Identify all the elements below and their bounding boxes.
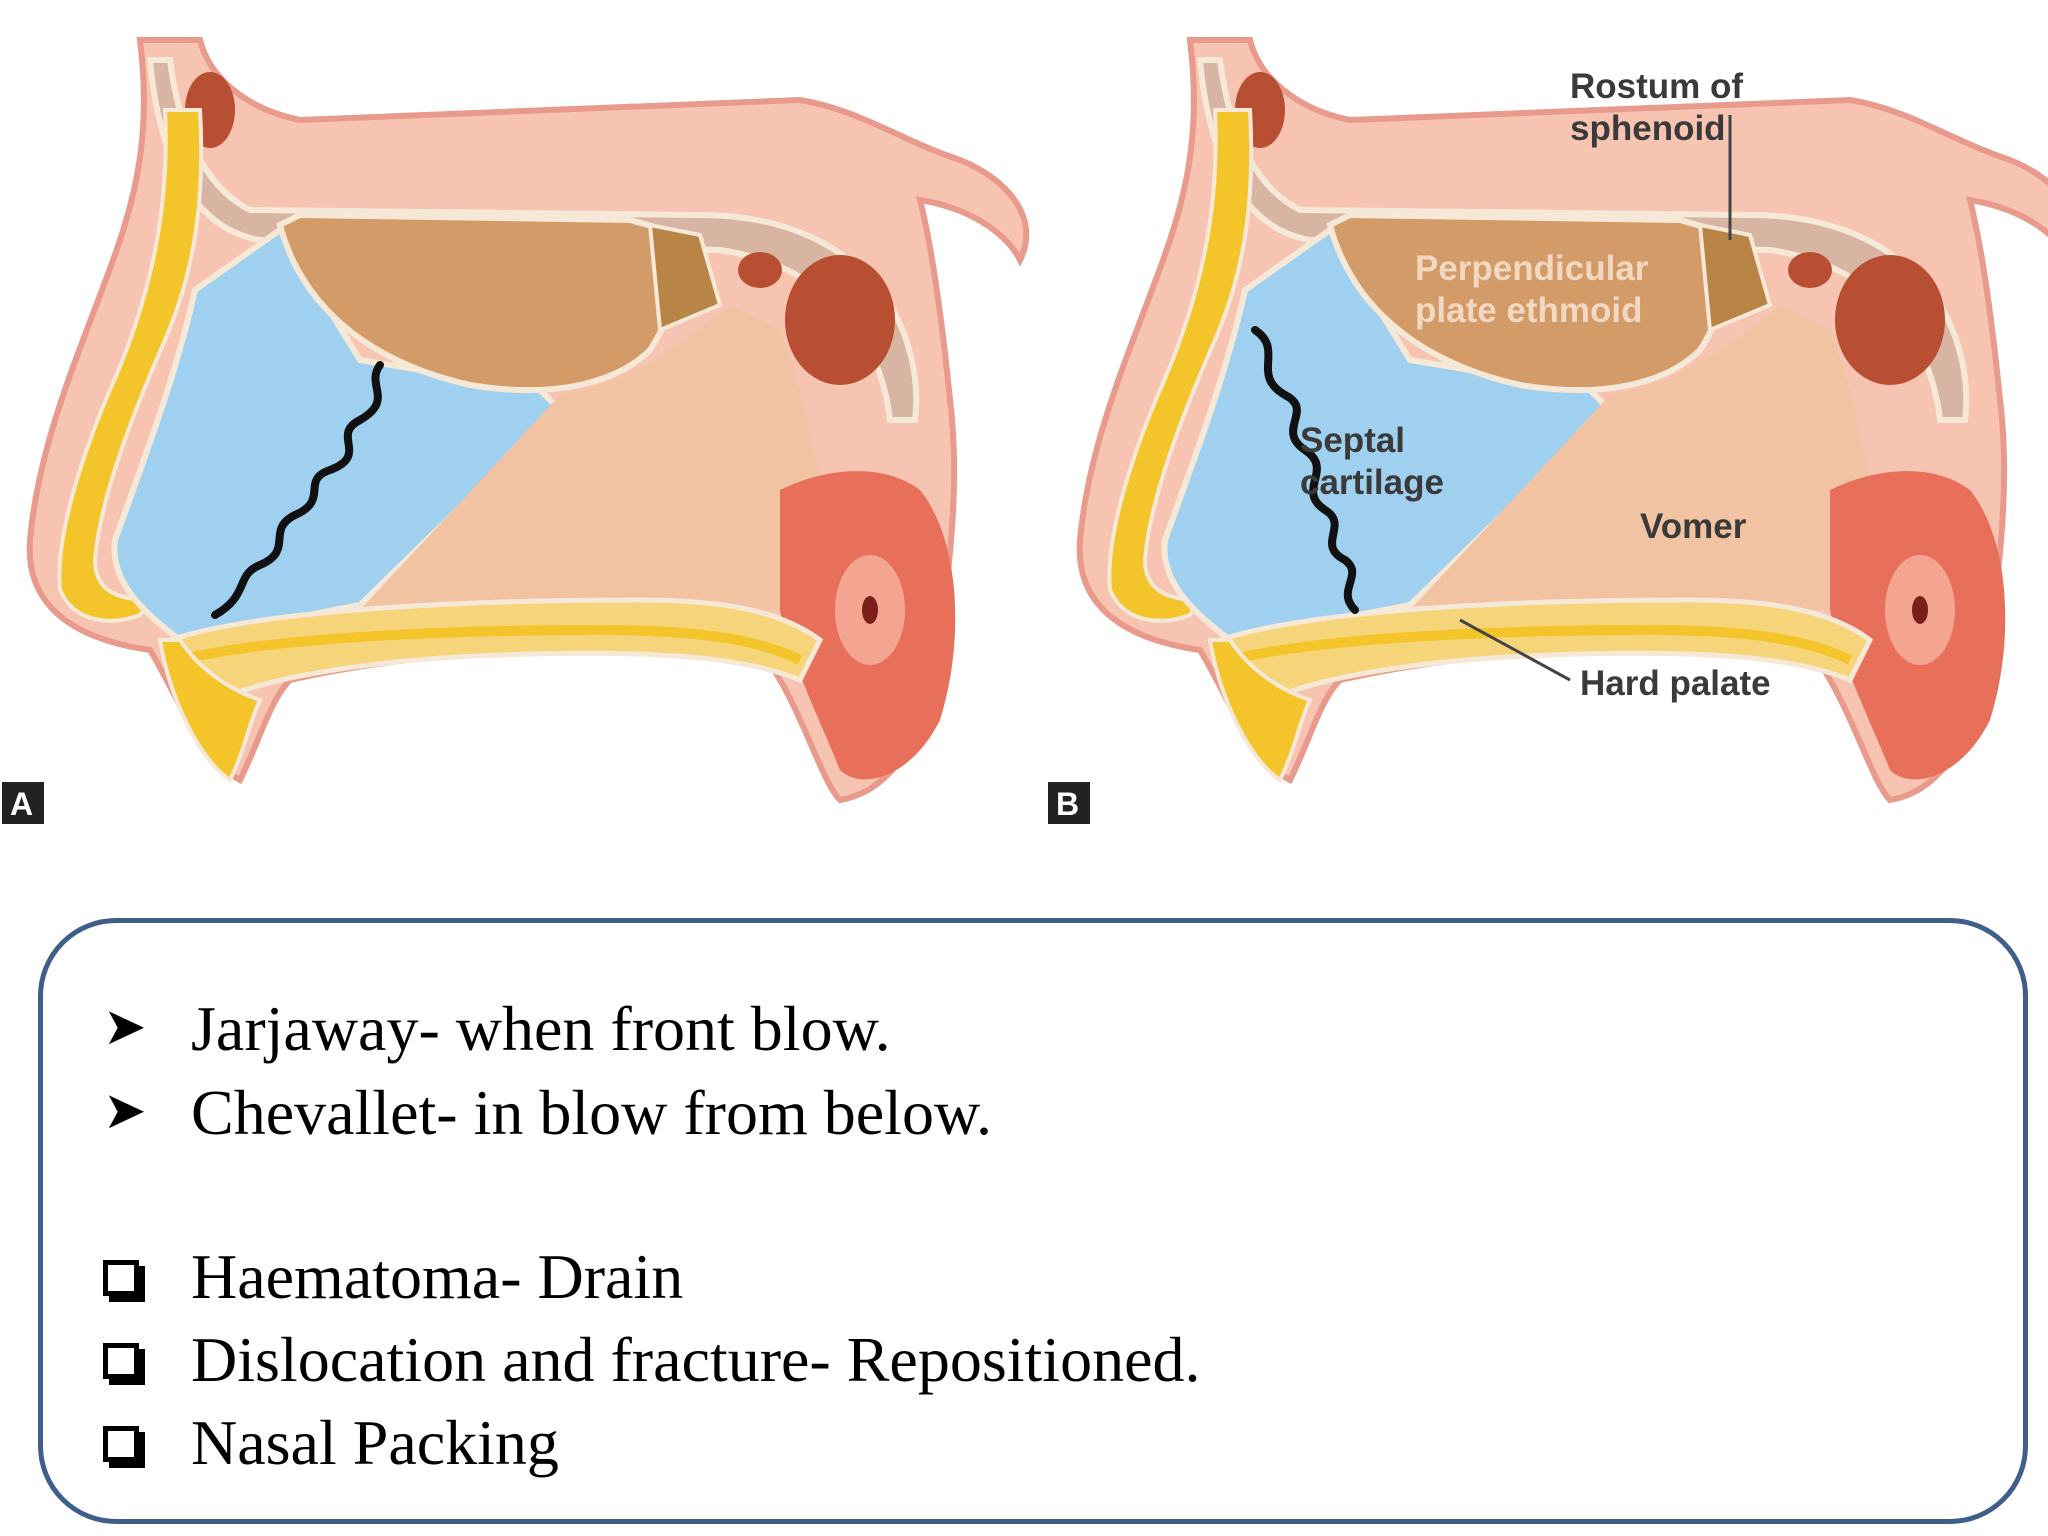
fracture-line-a: [211, 361, 384, 619]
checkbox-bullet-icon: [103, 1260, 139, 1296]
label-rostrum-1: Rostum of: [1570, 67, 1743, 106]
label-perp-1: Perpendicular: [1415, 249, 1649, 288]
label-perp-2: plate ethmoid: [1415, 291, 1643, 330]
note-chevallet: ➤Chevallet- in blow from below.: [103, 1081, 992, 1145]
note-haematoma: Haematoma- Drain: [103, 1245, 683, 1309]
note-dislocation: Dislocation and fracture- Repositioned.: [103, 1328, 1200, 1392]
panel-b: B Rostum of sphenoid Perpendicular plate…: [1048, 40, 2048, 824]
note-chevallet-text: Chevallet- in blow from below.: [191, 1077, 992, 1148]
checkbox-bullet-icon: [103, 1426, 139, 1462]
notes-box: ➤Jarjaway- when front blow. ➤Chevallet- …: [38, 918, 2028, 1524]
note-jarjaway-text: Jarjaway- when front blow.: [191, 993, 891, 1064]
fracture-line-b: [1251, 326, 1359, 614]
note-jarjaway: ➤Jarjaway- when front blow.: [103, 997, 891, 1061]
nasal-septum-figure: A B Rostum of sphenoid Perpendicular pla…: [2, 0, 2048, 824]
label-vomer: Vomer: [1640, 507, 1747, 546]
arrow-bullet-icon: ➤: [103, 1081, 147, 1141]
arrow-bullet-icon: ➤: [103, 997, 147, 1057]
label-septal-2: cartilage: [1300, 463, 1444, 502]
note-dislocation-text: Dislocation and fracture- Repositioned.: [191, 1324, 1201, 1395]
label-septal-1: Septal: [1300, 421, 1405, 460]
panel-b-tag: B: [1056, 786, 1079, 822]
checkbox-bullet-icon: [103, 1343, 139, 1379]
panel-a: A: [2, 40, 1026, 824]
note-packing-text: Nasal Packing: [191, 1407, 559, 1478]
note-haematoma-text: Haematoma- Drain: [191, 1241, 684, 1312]
label-rostrum-2: sphenoid: [1570, 109, 1726, 148]
label-hard-palate: Hard palate: [1580, 664, 1771, 703]
panel-a-tag: A: [10, 786, 33, 822]
septum-diagram-svg: A B Rostum of sphenoid Perpendicular pla…: [2, 0, 2048, 824]
note-packing: Nasal Packing: [103, 1411, 559, 1475]
